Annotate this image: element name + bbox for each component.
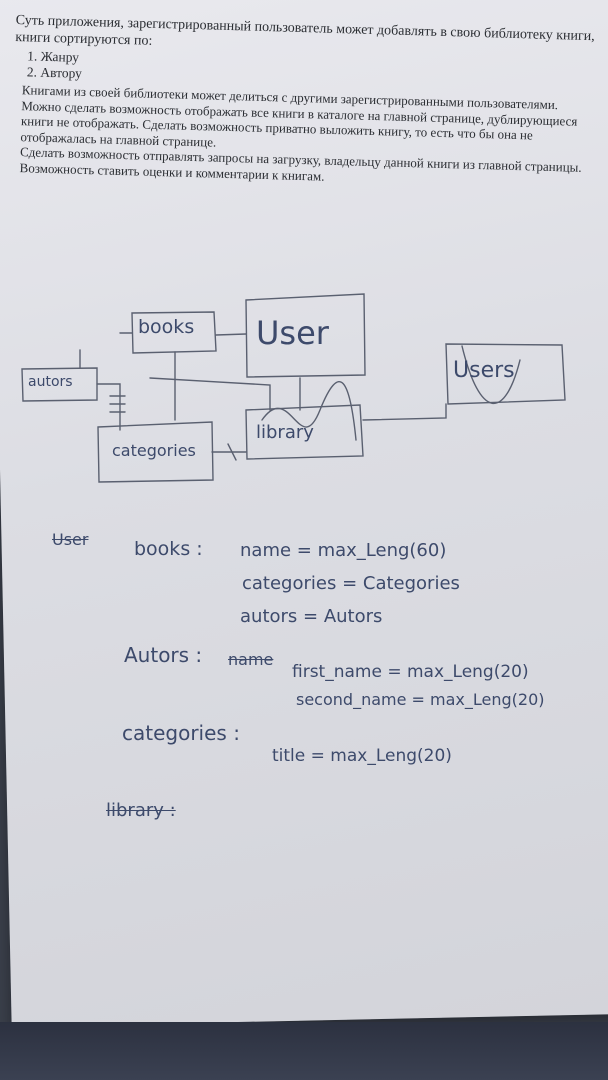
- books-box: [131, 311, 217, 354]
- autors-note-label: Autors :: [124, 643, 203, 667]
- library-crossed-note: library :: [106, 800, 176, 821]
- books-field: name = max_Leng(60): [240, 540, 447, 561]
- books-field: categories = Categories: [242, 573, 460, 594]
- table-surface: [0, 1022, 608, 1080]
- library-box-label: library: [256, 422, 314, 443]
- autors-field: second_name = max_Leng(20): [296, 690, 545, 709]
- books-box-label: books: [138, 316, 195, 338]
- autors-box-label: autors: [28, 374, 73, 390]
- books-note-label: books :: [134, 538, 203, 560]
- categories-note-label: categories :: [122, 721, 240, 745]
- users-box: [445, 343, 566, 405]
- users-box-label: Users: [453, 358, 515, 383]
- autors-crossed-note: name: [228, 650, 274, 669]
- categories-box: [97, 421, 214, 483]
- autors-field: first_name = max_Leng(20): [292, 662, 529, 682]
- categories-field: title = max_Leng(20): [272, 746, 452, 766]
- user-crossed-note: User: [52, 530, 89, 549]
- autors-box: [21, 367, 98, 402]
- user-box: [245, 293, 366, 378]
- user-box-label: User: [256, 314, 329, 352]
- categories-box-label: categories: [112, 441, 196, 460]
- books-field: autors = Autors: [240, 606, 383, 627]
